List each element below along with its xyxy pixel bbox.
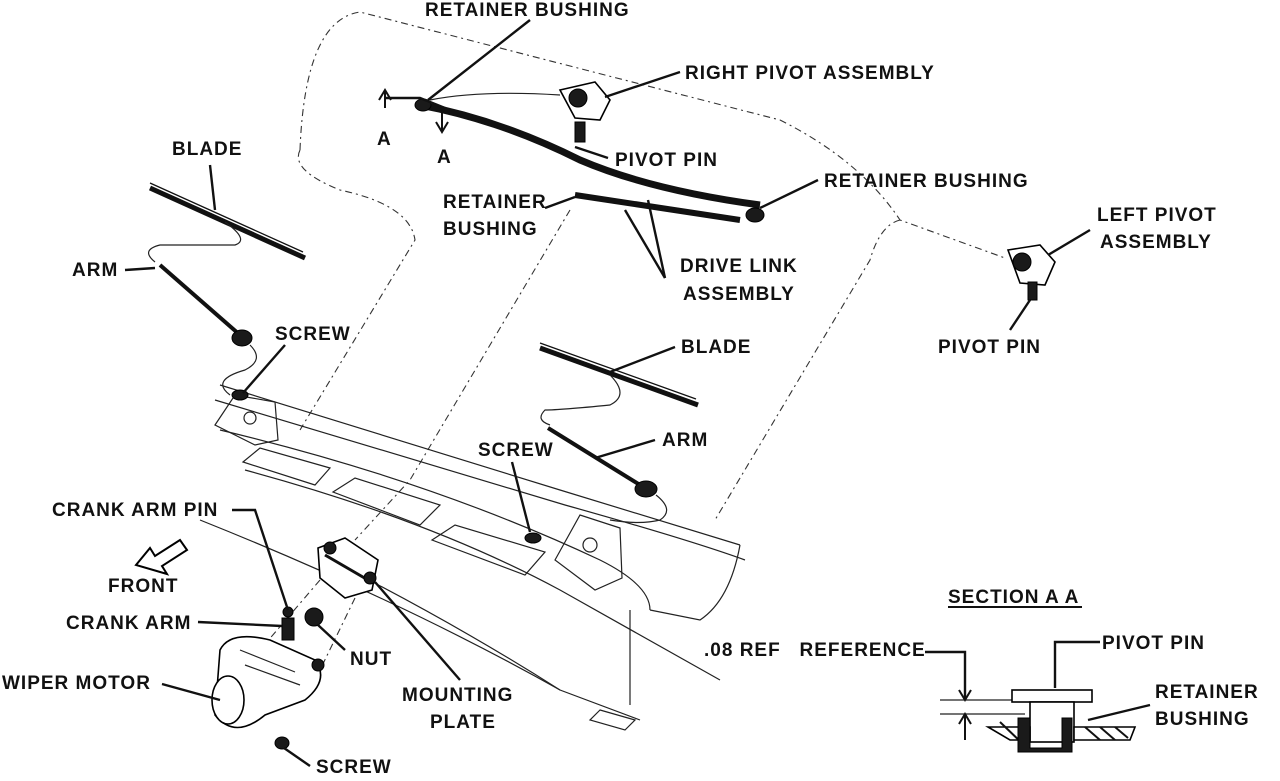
wiper-motor-part [211,606,325,729]
left-arm-part [158,263,257,401]
label-section-a-left: A [377,129,392,150]
label-retainer-bushing-right: RETAINER BUSHING [824,171,1029,192]
crank-arm-part [281,617,295,641]
label-pivot-pin-upper: PIVOT PIN [615,150,718,171]
label-right-pivot-assembly: RIGHT PIVOT ASSEMBLY [685,63,935,84]
label-retainer-bushing-mid: RETAINER [443,192,547,213]
label-pivot-pin-right: PIVOT PIN [938,337,1041,358]
center-arm-part [524,426,668,544]
label-drive-link-2: ASSEMBLY [683,284,795,305]
label-screw-upper: SCREW [275,324,351,345]
leader-lines [124,19,1091,767]
label-crank-arm: CRANK ARM [66,613,191,634]
hollow-arrow-icon [134,538,189,576]
label-left-pivot-assembly: LEFT PIVOT [1097,205,1217,226]
screw-part-lower [274,736,290,750]
labels: RETAINER BUSHING RIGHT PIVOT ASSEMBLY A … [2,0,1259,778]
label-crank-arm-pin: CRANK ARM PIN [52,500,218,521]
label-screw-lower: SCREW [316,757,392,776]
label-arm-center: ARM [662,430,708,451]
label-blade-center: BLADE [681,337,751,358]
retainer-bushing-part-right [745,207,765,223]
section-detail [925,606,1151,753]
label-section-title: SECTION A A [948,587,1079,608]
label-blade-left: BLADE [172,139,242,160]
label-retainer-bushing-mid-2: BUSHING [443,219,538,240]
screw-part-center [524,532,542,544]
left-blade-part [148,182,307,263]
drive-link-assembly [414,92,765,223]
nut-part [304,607,324,627]
pivot-pin-section-part [1011,689,1093,703]
left-pivot-assembly-part [1006,244,1056,301]
label-nut: NUT [350,649,392,670]
center-blade-part [539,342,699,426]
label-ref: .08 REF REFERENCE [704,640,926,661]
right-pivot-assembly-part [558,81,611,143]
label-wiper-motor: WIPER MOTOR [2,673,151,694]
label-mounting-plate-2: PLATE [430,712,496,733]
section-a-marker [378,88,449,134]
label-section-a-right: A [437,147,452,168]
label-arm-left: ARM [72,260,118,281]
retainer-bushing-section-part [1017,717,1073,753]
label-mounting-plate: MOUNTING [402,685,513,706]
windshield-outline [297,11,1006,541]
label-screw-center: SCREW [478,440,554,461]
label-retainer-bushing-top: RETAINER BUSHING [425,0,630,21]
label-pivot-pin-section: PIVOT PIN [1102,633,1205,654]
label-retainer-bushing-section: RETAINER [1155,682,1259,703]
label-retainer-bushing-section-2: BUSHING [1155,709,1250,730]
label-drive-link: DRIVE LINK [680,256,798,277]
label-front: FRONT [108,576,178,597]
label-left-pivot-assembly-2: ASSEMBLY [1100,232,1212,253]
